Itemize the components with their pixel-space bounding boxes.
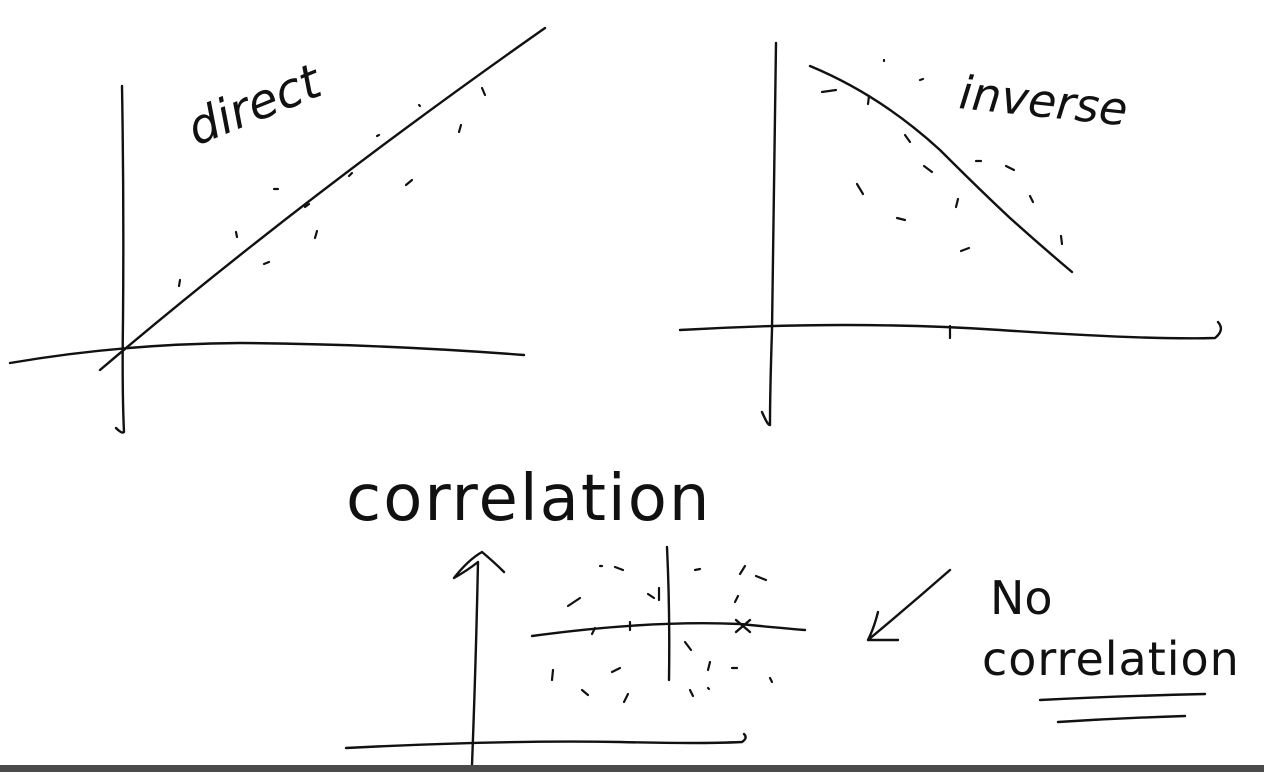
- direct-label: direct: [180, 53, 331, 158]
- no-correlation-graph: [344, 545, 807, 767]
- no-corr-y-axis: [452, 550, 506, 767]
- direct-trend-line: [98, 26, 547, 372]
- no-corr-x-axis: [344, 732, 747, 750]
- inverse-label: inverse: [957, 65, 1130, 136]
- inverse-x-axis: [678, 320, 1223, 340]
- arrow-icon: [866, 568, 952, 642]
- correlation-heading: correlation: [346, 462, 711, 536]
- no-corr-scatter-points: [550, 564, 774, 704]
- underline-1: [1038, 692, 1207, 702]
- direct-scatter-points: [177, 86, 487, 288]
- no-correlation-annotation: No correlation: [866, 568, 1240, 724]
- bottom-status-bar: [0, 765, 1264, 772]
- direct-x-axis: [8, 341, 526, 365]
- no-correlation-line2: correlation: [982, 632, 1240, 686]
- inverse-y-axis: [760, 41, 778, 427]
- direct-graph: direct: [8, 26, 547, 434]
- no-corr-inner-horizontal: [530, 622, 807, 638]
- inverse-trend-line: [808, 64, 1074, 274]
- inverse-scatter-points: [820, 58, 1064, 340]
- no-correlation-line1: No: [990, 571, 1053, 625]
- no-corr-x-mark: [734, 618, 752, 634]
- no-corr-inner-vertical: [665, 545, 671, 682]
- underline-2: [1056, 714, 1187, 724]
- inverse-graph: inverse: [678, 41, 1223, 427]
- direct-y-axis: [114, 84, 126, 434]
